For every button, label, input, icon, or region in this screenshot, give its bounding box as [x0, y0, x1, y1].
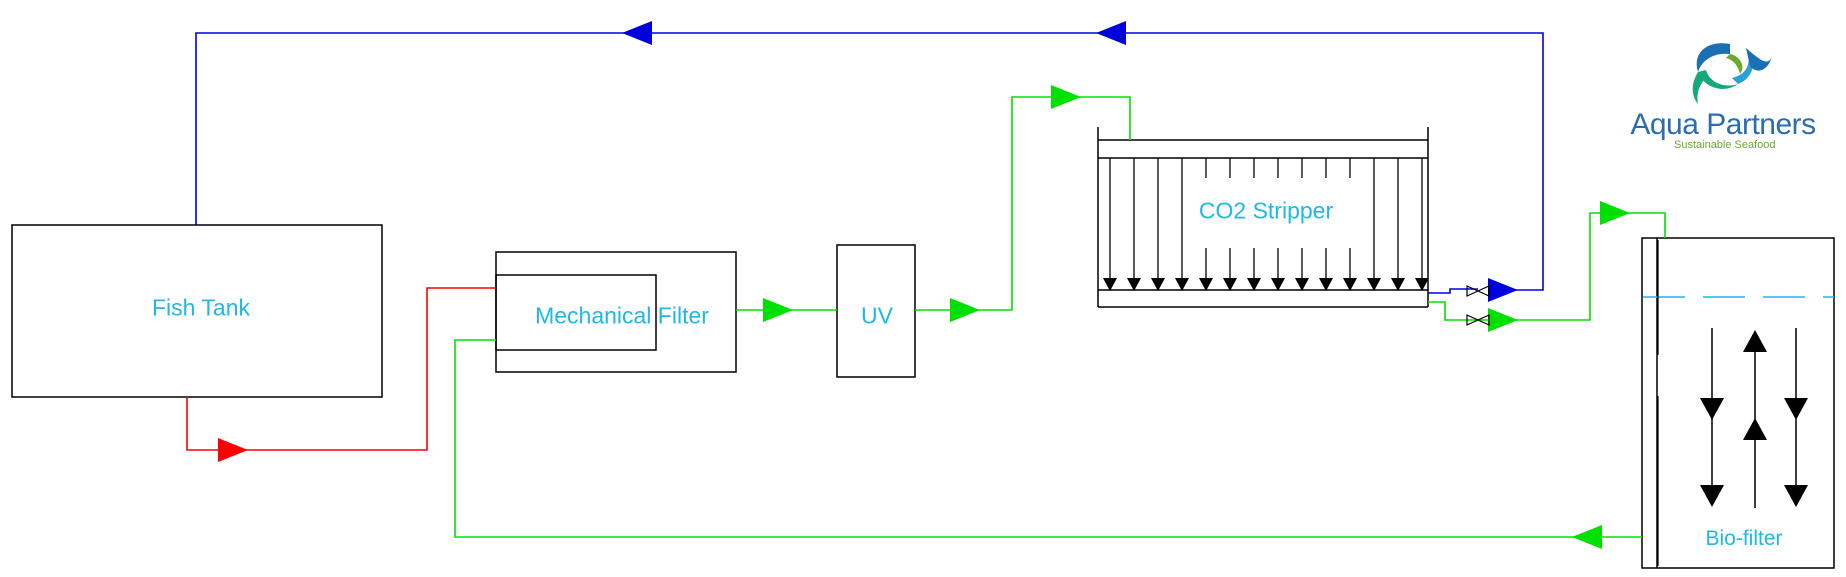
logo-name: Aqua Partners: [1630, 108, 1816, 141]
stripper-arrowhead: [1199, 278, 1213, 291]
fish-tank-box: [11, 224, 383, 398]
valve-upper[interactable]: [1466, 285, 1490, 297]
treated-line: [454, 85, 1666, 549]
bio-filter-label: Bio-filter: [1705, 527, 1783, 550]
stripper-arrowhead: [1295, 278, 1309, 291]
mechanical-filter-label: Mechanical Filter: [535, 302, 709, 329]
co2-stripper-label: CO2 Stripper: [1198, 197, 1334, 224]
fish-tank-label: Fish Tank: [151, 294, 251, 321]
stripper-arrowhead: [1391, 278, 1405, 291]
drain-line: [186, 287, 496, 462]
stripper-arrowhead: [1151, 278, 1165, 291]
bio-filter: [1641, 237, 1835, 569]
aqua-partners-logo: Aqua Partners Sustainable Seafood: [1628, 38, 1818, 156]
stripper-arrowhead: [1175, 278, 1189, 291]
valve-lower[interactable]: [1466, 314, 1490, 326]
mechanical-filter-inner-box: [495, 274, 657, 351]
stripper-arrowhead: [1127, 278, 1141, 291]
logo-tagline: Sustainable Seafood: [1674, 139, 1776, 151]
stripper-arrowhead: [1247, 278, 1261, 291]
fish-logo-icon: [1692, 43, 1772, 104]
stripper-arrowhead: [1271, 278, 1285, 291]
stripper-arrowhead: [1343, 278, 1357, 291]
stripper-arrowhead: [1319, 278, 1333, 291]
stripper-arrowhead: [1103, 278, 1117, 291]
uv-box: [836, 244, 916, 378]
stripper-arrowhead: [1223, 278, 1237, 291]
stripper-arrowhead: [1415, 278, 1429, 291]
co2-stripper: [1097, 127, 1429, 308]
return-line: [195, 21, 1544, 302]
stripper-arrowhead: [1367, 278, 1381, 291]
uv-label: UV: [861, 302, 893, 329]
